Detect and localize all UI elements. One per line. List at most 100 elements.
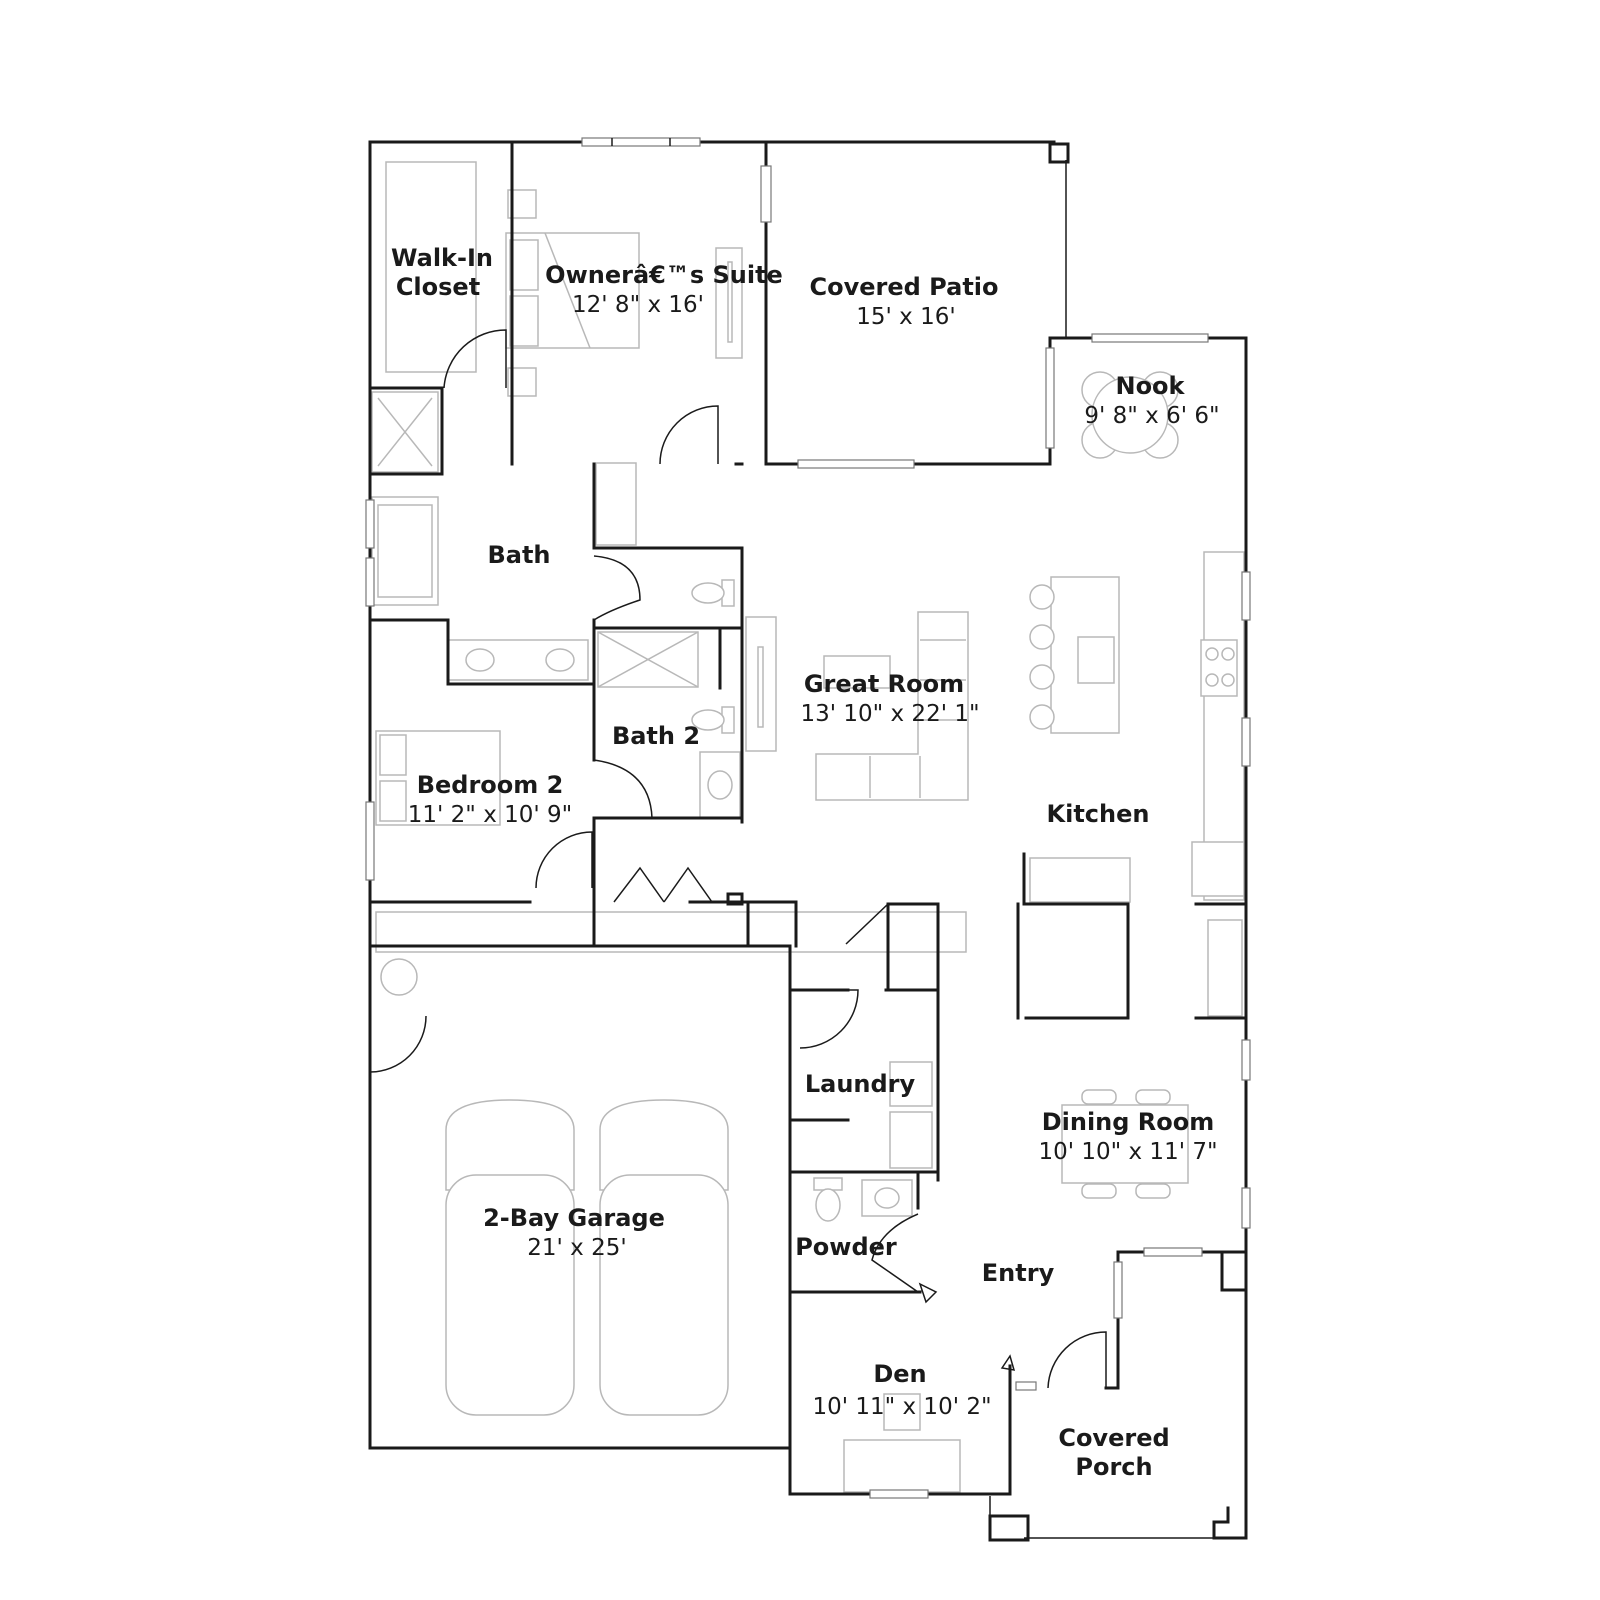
toilet-door[interactable] bbox=[593, 555, 641, 621]
owners-suite-size: 12' 8" x 16' bbox=[572, 292, 704, 318]
door-stop bbox=[1015, 1381, 1037, 1391]
toilet-tank bbox=[813, 1177, 843, 1191]
refrigerator bbox=[1191, 841, 1245, 897]
dining-room-size: 10' 10" x 11' 7" bbox=[1038, 1139, 1217, 1165]
tv bbox=[757, 646, 764, 728]
dining-table bbox=[1061, 1104, 1189, 1184]
nook-label: Nook bbox=[1115, 372, 1185, 400]
closet-shelf bbox=[385, 161, 477, 373]
room-labels: Walk-In Closet Ownerâ€™s Suite 12' 8" x … bbox=[391, 244, 1220, 1481]
kitchen-label: Kitchen bbox=[1047, 800, 1150, 828]
bedroom2-label: Bedroom 2 bbox=[417, 771, 564, 799]
window bbox=[1241, 1039, 1251, 1081]
front-door[interactable] bbox=[1047, 1331, 1107, 1389]
car bbox=[445, 1174, 575, 1416]
window bbox=[869, 1489, 929, 1499]
nook-size: 9' 8" x 6' 6" bbox=[1084, 403, 1219, 429]
linen bbox=[595, 462, 637, 546]
island-sink bbox=[1077, 636, 1115, 684]
pantry bbox=[1207, 919, 1243, 1017]
coffee-table bbox=[823, 655, 891, 689]
dryer bbox=[889, 1111, 933, 1169]
sectional-sofa bbox=[815, 611, 969, 801]
water-heater bbox=[380, 958, 418, 996]
great-room-size: 13' 10" x 22' 1" bbox=[800, 701, 979, 727]
door-stop bbox=[918, 1282, 938, 1304]
porch-label-2: Porch bbox=[1075, 1453, 1152, 1481]
window bbox=[760, 165, 772, 223]
door-stop bbox=[1000, 1354, 1016, 1371]
window bbox=[365, 801, 375, 881]
porch-label-1: Covered bbox=[1058, 1424, 1169, 1452]
chair bbox=[1135, 1183, 1171, 1199]
desk-chair bbox=[883, 1393, 921, 1431]
powder-door[interactable] bbox=[871, 1213, 919, 1293]
powder-label: Powder bbox=[795, 1233, 897, 1261]
closet-door[interactable] bbox=[443, 329, 507, 389]
walls bbox=[368, 140, 1248, 1542]
covered-patio-label: Covered Patio bbox=[810, 273, 999, 301]
owners-suite-label: Ownerâ€™s Suite bbox=[545, 261, 783, 289]
sink bbox=[707, 770, 733, 800]
laundry-label: Laundry bbox=[805, 1070, 916, 1098]
chair bbox=[1081, 1183, 1117, 1199]
stool bbox=[1029, 704, 1055, 730]
covered-patio-size: 15' x 16' bbox=[856, 304, 955, 330]
garage-side-door[interactable] bbox=[369, 1015, 427, 1073]
window bbox=[1241, 717, 1251, 767]
walkin-label-2: Closet bbox=[396, 273, 480, 301]
windows bbox=[365, 137, 1251, 1499]
stool bbox=[1029, 624, 1055, 650]
stool bbox=[1029, 664, 1055, 690]
toilet-bowl bbox=[691, 582, 725, 604]
bathtub-inner bbox=[377, 504, 433, 598]
sink bbox=[874, 1187, 900, 1209]
tv bbox=[727, 261, 733, 343]
den-label: Den bbox=[873, 1360, 926, 1388]
walkin-label-1: Walk-In bbox=[391, 244, 493, 272]
toilet-bowl bbox=[691, 709, 725, 731]
pillow bbox=[509, 295, 539, 347]
bath2-label: Bath 2 bbox=[612, 722, 700, 750]
sliding-door bbox=[797, 459, 915, 469]
laundry-door[interactable] bbox=[799, 989, 859, 1049]
chair bbox=[1081, 1089, 1117, 1105]
closet-rod bbox=[375, 911, 967, 953]
suite-door[interactable] bbox=[659, 405, 719, 465]
dining-room-label: Dining Room bbox=[1042, 1108, 1215, 1136]
doors[interactable] bbox=[369, 329, 1107, 1389]
den-size: 10' 11" x 10' 2" bbox=[812, 1394, 991, 1420]
great-room-label: Great Room bbox=[804, 670, 964, 698]
bedroom2-door[interactable] bbox=[535, 831, 593, 889]
pillow bbox=[379, 780, 407, 822]
washer bbox=[889, 1061, 933, 1107]
toilet-bowl bbox=[815, 1188, 841, 1222]
linen-bifold-doors[interactable] bbox=[613, 866, 713, 903]
window bbox=[1113, 1261, 1123, 1319]
window bbox=[1143, 1247, 1203, 1257]
pillow bbox=[509, 239, 539, 291]
porch-post bbox=[1220, 1250, 1248, 1292]
porch-post bbox=[988, 1514, 1030, 1542]
window bbox=[365, 499, 375, 549]
bath-label: Bath bbox=[487, 541, 550, 569]
bath2-door[interactable] bbox=[593, 759, 653, 819]
pillow bbox=[379, 734, 407, 776]
chair bbox=[1135, 1089, 1171, 1105]
window bbox=[581, 137, 701, 147]
fixtures bbox=[371, 161, 1245, 1493]
car bbox=[599, 1174, 729, 1416]
car bbox=[599, 1099, 729, 1191]
garage-size: 21' x 25' bbox=[527, 1235, 626, 1261]
stool bbox=[1029, 584, 1055, 610]
window bbox=[365, 557, 375, 607]
powder-vanity bbox=[861, 1179, 913, 1217]
sink bbox=[465, 648, 495, 672]
garage-entry-door[interactable] bbox=[845, 902, 889, 990]
pantry-shelf bbox=[1029, 857, 1131, 903]
den-desk bbox=[843, 1439, 961, 1493]
window bbox=[1091, 333, 1209, 343]
patio-post bbox=[1048, 142, 1070, 164]
bedroom2-size: 11' 2" x 10' 9" bbox=[408, 802, 572, 828]
sink bbox=[545, 648, 575, 672]
